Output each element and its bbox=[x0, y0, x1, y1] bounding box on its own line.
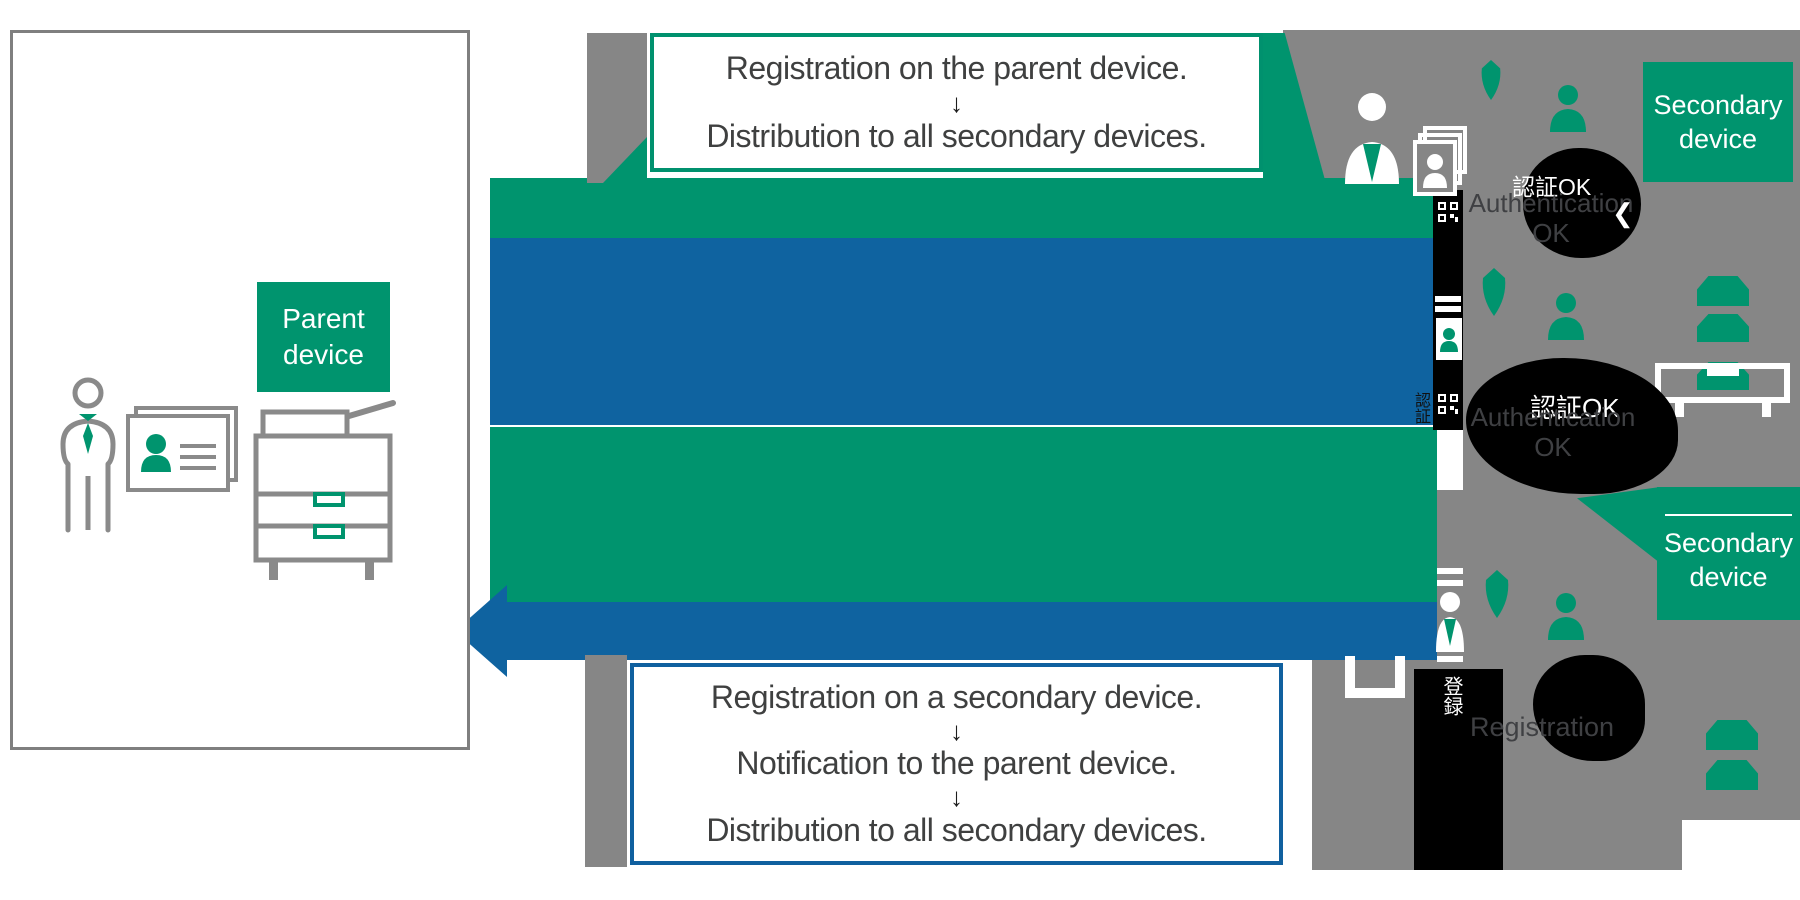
auth-ok-jp-top: 認証OK bbox=[1512, 174, 1592, 200]
auth-ok-text-middle: Authentication OK bbox=[1460, 402, 1646, 462]
auth-line1: Authentication bbox=[1468, 188, 1634, 218]
registration-bubble bbox=[1533, 655, 1645, 761]
secondary-user-small-icon bbox=[1436, 592, 1464, 652]
user-person-icon bbox=[60, 377, 116, 533]
label-divider bbox=[1665, 513, 1792, 516]
auth-ok-jp-middle: 認証OK bbox=[1530, 393, 1620, 423]
auth-jp-strip-label: 認証 bbox=[1412, 392, 1429, 424]
secondary-label-line1: Secondary bbox=[1663, 527, 1794, 558]
flow-bottom-line3: Distribution to all secondary devices. bbox=[706, 812, 1207, 849]
green-tie-icon bbox=[1481, 60, 1501, 100]
green-person-icon bbox=[1548, 293, 1584, 340]
flow-box-top: Registration on the parent device. ↓ Dis… bbox=[650, 33, 1263, 172]
flow-top-line2: Distribution to all secondary devices. bbox=[706, 118, 1207, 155]
secondary-device-label-middle: Secondary device bbox=[1657, 487, 1800, 620]
paper-tray-icon bbox=[1706, 760, 1758, 790]
green-person-icon bbox=[1550, 85, 1586, 132]
secondary-label-line2: device bbox=[1689, 561, 1768, 592]
down-arrow-icon: ↓ bbox=[950, 715, 963, 746]
register-bar bbox=[1414, 669, 1503, 870]
down-arrow-icon: ↓ bbox=[950, 87, 963, 118]
card-lines-icon bbox=[1435, 306, 1461, 312]
auth-ok-bubble-top bbox=[1523, 148, 1641, 258]
parent-device-badge: Parent device bbox=[257, 282, 390, 392]
gray-arrow-bottom-strip bbox=[585, 655, 627, 867]
qr-code-icon bbox=[1436, 200, 1460, 224]
registration-label: Registration bbox=[1470, 712, 1615, 742]
parent-printer-icon bbox=[253, 400, 396, 580]
cards-stack-icon bbox=[1413, 126, 1467, 196]
blue-flow-band-2 bbox=[505, 602, 1437, 660]
secondary-device-label-top: Secondary device bbox=[1643, 62, 1793, 182]
register-jp-label: 登録 bbox=[1440, 676, 1462, 716]
down-arrow-icon: ↓ bbox=[950, 782, 963, 813]
id-card-icon bbox=[126, 406, 238, 492]
auth-line1: Authentication bbox=[1470, 402, 1636, 432]
green-tie-icon bbox=[1485, 570, 1509, 618]
qr-code-icon bbox=[1436, 392, 1460, 416]
parent-device-badge-label: Parent device bbox=[282, 303, 365, 370]
card-small-icon bbox=[1436, 318, 1462, 360]
secondary-label-line2: device bbox=[1678, 124, 1758, 154]
secondary-printer-outline-icon bbox=[1655, 363, 1790, 403]
green-person-icon bbox=[1548, 593, 1584, 640]
auth-line2: OK bbox=[1532, 218, 1570, 248]
flow-bottom-line2: Notification to the parent device. bbox=[736, 745, 1177, 782]
blue-flow-band-1 bbox=[490, 238, 1433, 425]
white-chevron-icon: ❮ bbox=[1612, 198, 1634, 228]
flow-bottom-line1: Registration on a secondary device. bbox=[710, 678, 1203, 715]
auth-line2: OK bbox=[1534, 432, 1572, 462]
auth-ok-text-top: Authentication OK bbox=[1458, 188, 1644, 248]
green-flow-band-2 bbox=[490, 427, 1437, 602]
flow-top-line1: Registration on the parent device. bbox=[725, 49, 1188, 86]
flow-box-bottom: Registration on a secondary device. ↓ No… bbox=[630, 663, 1283, 865]
paper-tray-icon bbox=[1697, 314, 1749, 342]
card-lines-icon bbox=[1437, 656, 1463, 662]
secondary-user-icon bbox=[1345, 93, 1399, 184]
paper-tray-icon bbox=[1697, 276, 1749, 306]
green-flow-band-1 bbox=[490, 178, 1437, 238]
paper-tray-icon bbox=[1706, 720, 1758, 750]
secondary-label-line1: Secondary bbox=[1653, 90, 1783, 120]
auth-ok-bubble-middle bbox=[1466, 358, 1678, 494]
green-tie-icon bbox=[1482, 268, 1506, 316]
printer-leg bbox=[1762, 403, 1771, 417]
paper-path-icon bbox=[1345, 656, 1405, 698]
card-lines-icon bbox=[1437, 580, 1463, 586]
card-lines-icon bbox=[1435, 296, 1461, 302]
card-lines-icon bbox=[1437, 568, 1463, 574]
printer-leg bbox=[1675, 403, 1684, 417]
